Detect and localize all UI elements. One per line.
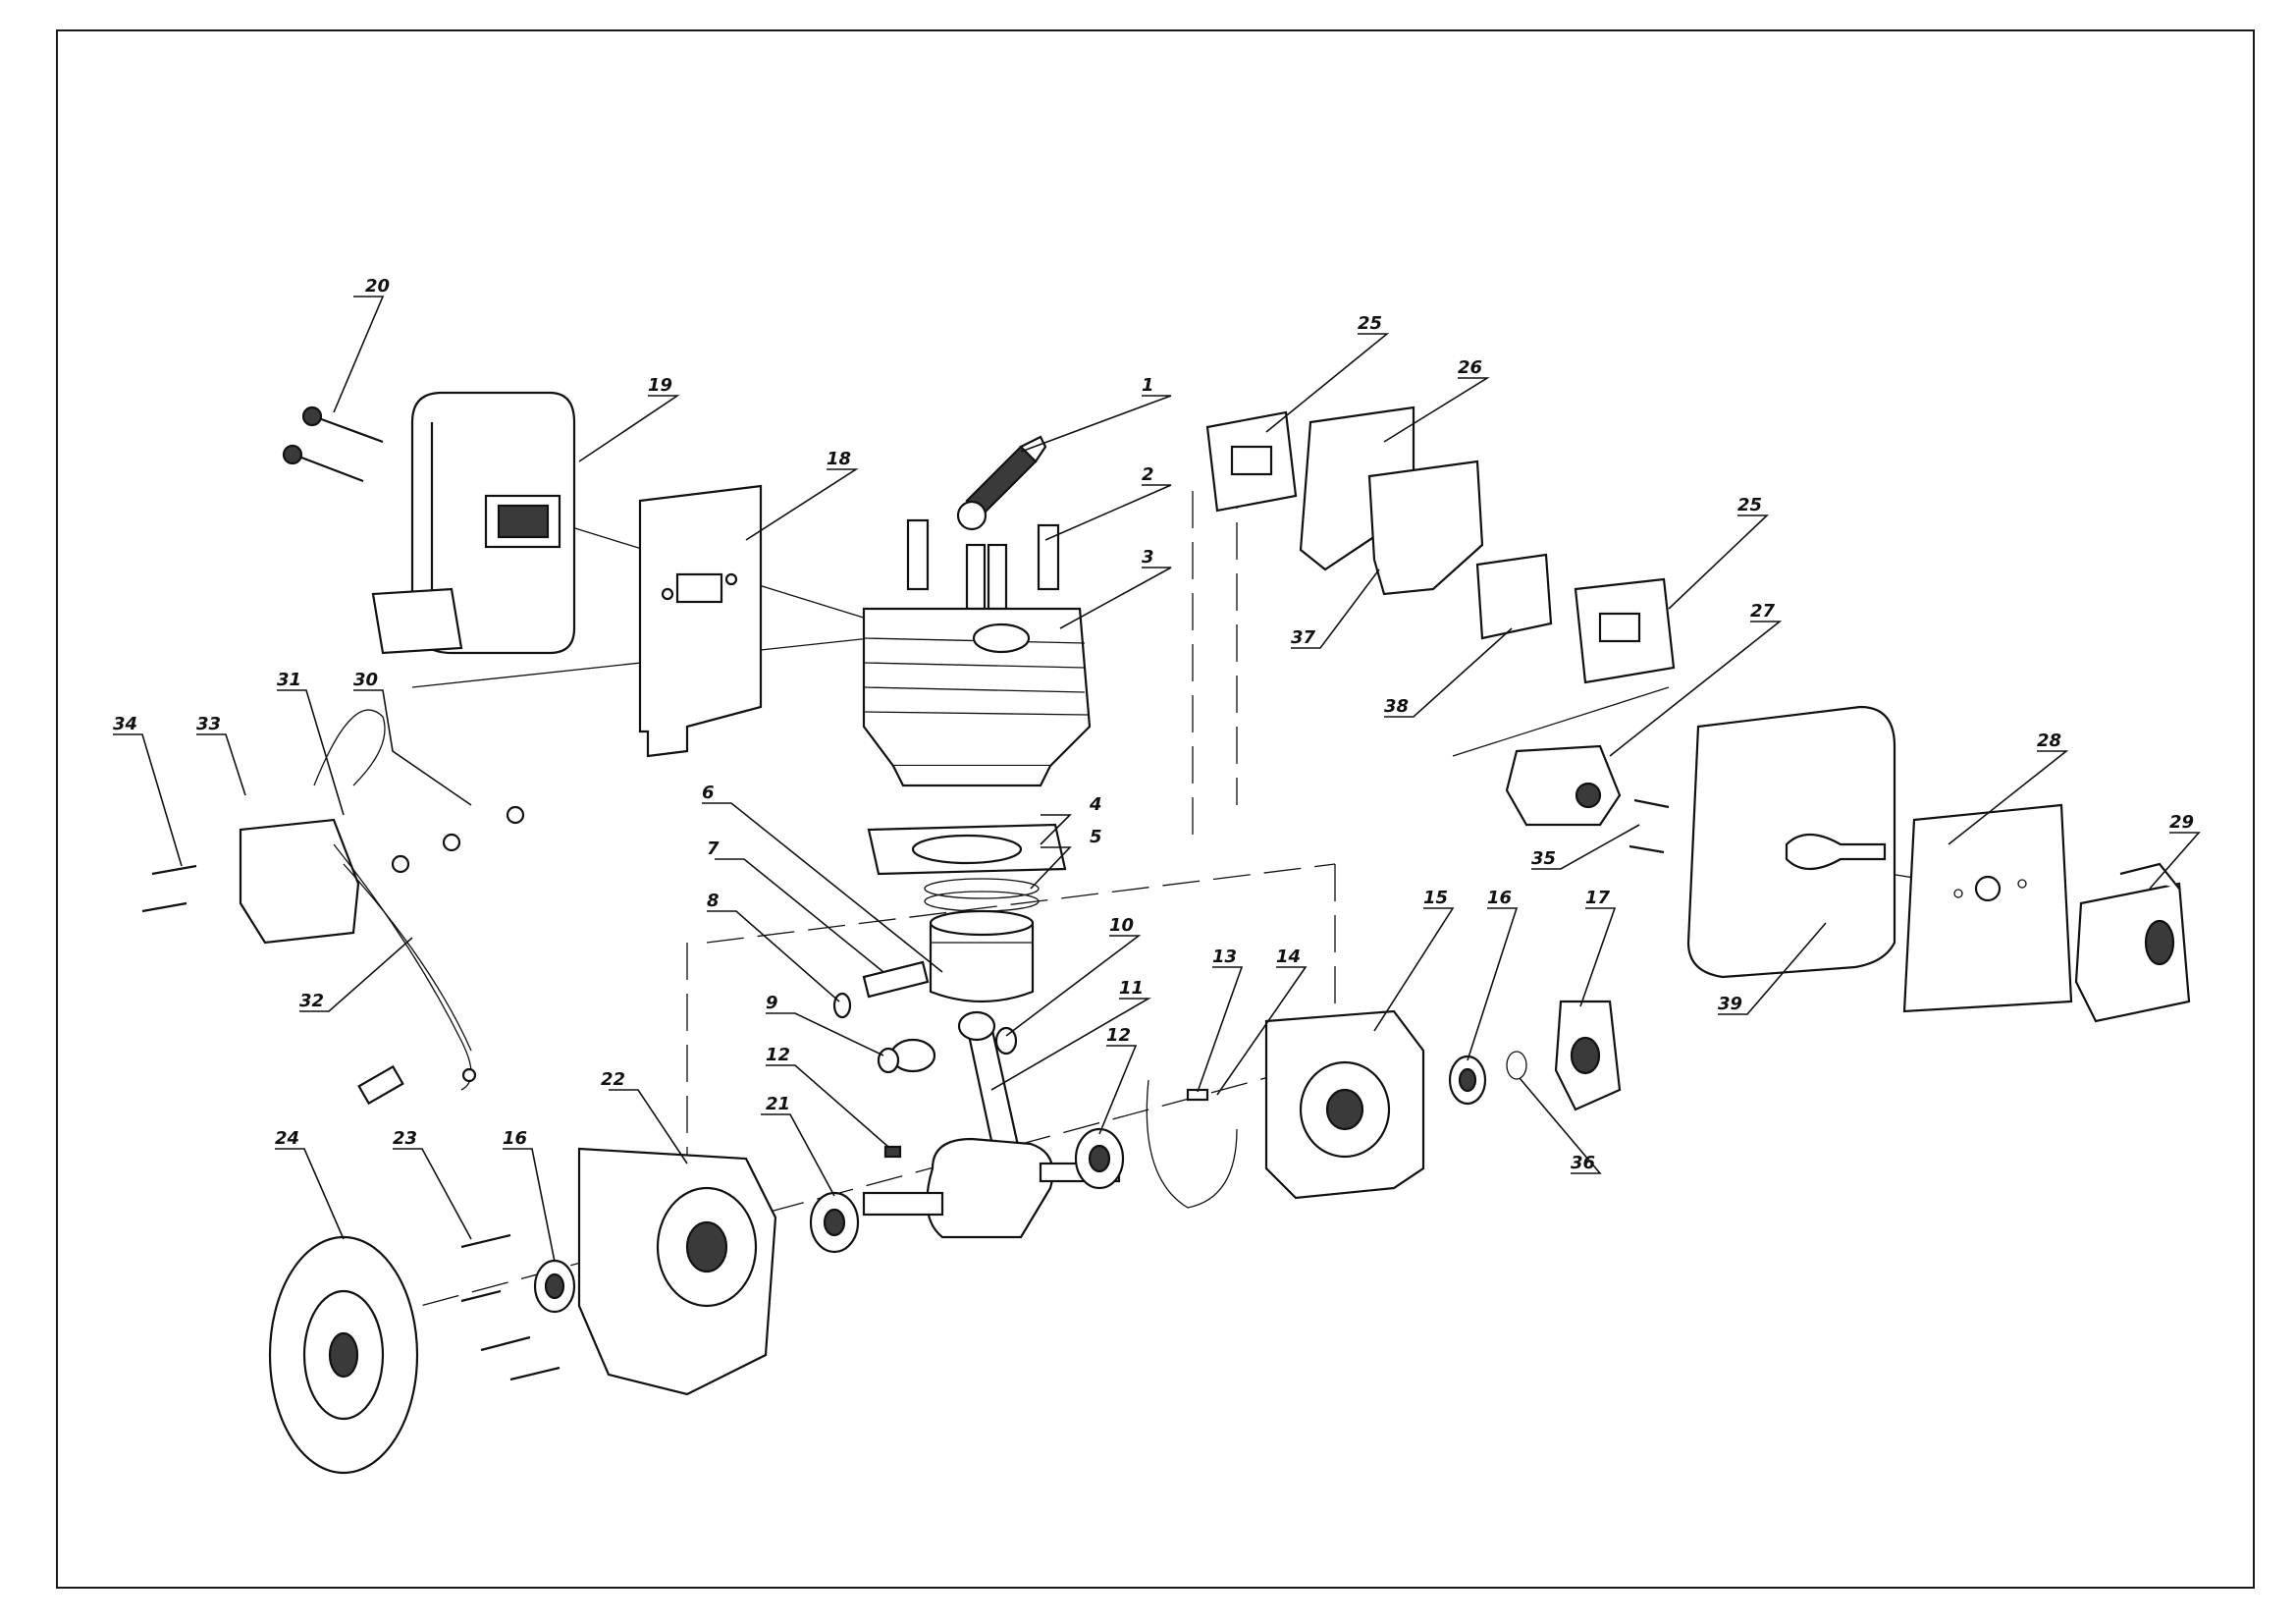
callout-8: 8 xyxy=(707,891,720,911)
bearings xyxy=(809,1127,1125,1254)
cylinder-bolts xyxy=(906,518,1060,611)
callout-25: 25 xyxy=(1358,313,1382,334)
callout-12: 12 xyxy=(766,1045,790,1065)
crankcase-right xyxy=(1264,1009,1425,1200)
callout-16: 16 xyxy=(503,1128,527,1149)
carburetor xyxy=(2074,862,2191,1023)
air-filter-plate xyxy=(1686,705,1896,979)
callout-35: 35 xyxy=(1531,848,1556,869)
callout-10: 10 xyxy=(1109,915,1134,936)
callout-2: 2 xyxy=(1142,464,1154,485)
callout-39: 39 xyxy=(1718,994,1742,1014)
callout-4: 4 xyxy=(1089,794,1102,815)
callout-38: 38 xyxy=(1384,696,1409,717)
callout-36: 36 xyxy=(1571,1153,1595,1173)
callout-20: 20 xyxy=(365,276,390,297)
callout-24: 24 xyxy=(275,1128,299,1149)
carburetor-gasket xyxy=(1902,803,2073,1013)
heat-shield xyxy=(638,484,763,758)
muffler-bolts xyxy=(282,406,384,483)
callout-3: 3 xyxy=(1142,547,1154,568)
callout-25: 25 xyxy=(1737,495,1762,515)
callout-18: 18 xyxy=(827,449,851,469)
callout-34: 34 xyxy=(113,714,137,734)
seal-and-pump xyxy=(533,1000,1622,1314)
ignition-coil xyxy=(141,709,525,1106)
callout-16: 16 xyxy=(1487,888,1512,908)
crankcase-left xyxy=(577,1147,777,1396)
crankcase-gasket xyxy=(1146,1079,1238,1209)
callout-9: 9 xyxy=(766,993,778,1013)
callout-28: 28 xyxy=(2037,731,2061,751)
callout-6: 6 xyxy=(702,783,715,803)
callout-15: 15 xyxy=(1423,888,1448,908)
callout-1: 1 xyxy=(1142,375,1154,396)
callout-27: 27 xyxy=(1750,601,1776,622)
intake-gaskets xyxy=(1205,406,1676,684)
piston-and-rings xyxy=(924,878,1040,1003)
callout-19: 19 xyxy=(648,375,672,396)
callout-29: 29 xyxy=(2169,812,2194,833)
base-gasket xyxy=(867,823,1067,876)
callout-26: 26 xyxy=(1458,357,1482,378)
intake-manifold xyxy=(1505,744,1670,854)
muffler xyxy=(371,391,576,655)
callout-14: 14 xyxy=(1276,947,1301,967)
callout-12: 12 xyxy=(1106,1025,1131,1046)
callout-5: 5 xyxy=(1090,827,1102,847)
callout-33: 33 xyxy=(196,714,221,734)
callout-17: 17 xyxy=(1585,888,1611,908)
callout-11: 11 xyxy=(1119,978,1144,999)
callout-37: 37 xyxy=(1291,627,1316,648)
flywheel xyxy=(268,1235,419,1475)
drawing-frame xyxy=(56,29,2255,1589)
callout-32: 32 xyxy=(299,991,324,1011)
piston-pin-set xyxy=(832,960,1018,1074)
callout-leader-lines xyxy=(113,296,2201,1263)
crankcase-screws xyxy=(460,1233,561,1381)
spark-plug xyxy=(956,435,1047,531)
callout-13: 13 xyxy=(1212,947,1237,967)
callout-31: 31 xyxy=(277,670,301,690)
callout-7: 7 xyxy=(707,839,720,859)
woodruff-key xyxy=(883,1145,902,1159)
callout-22: 22 xyxy=(601,1069,625,1090)
callout-21: 21 xyxy=(766,1094,790,1114)
callout-23: 23 xyxy=(393,1128,417,1149)
cylinder xyxy=(862,607,1092,787)
callout-30: 30 xyxy=(353,670,378,690)
